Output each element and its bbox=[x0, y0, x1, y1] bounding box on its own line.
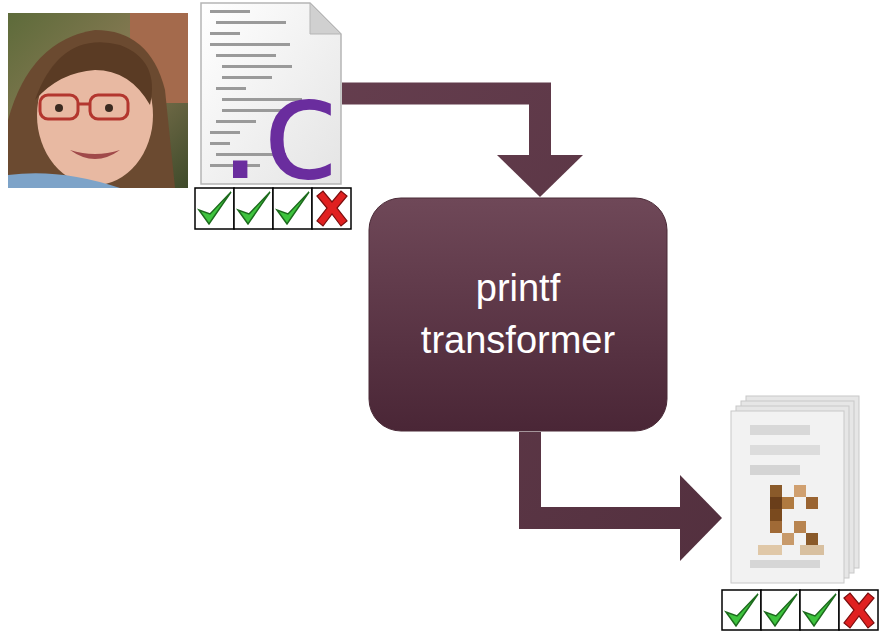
flow-arrow bbox=[342, 94, 583, 198]
flow-arrow bbox=[530, 432, 722, 561]
person-photo bbox=[8, 13, 188, 188]
file-icon bbox=[730, 395, 865, 587]
file-icon: .c bbox=[200, 2, 342, 185]
test-result-checks bbox=[722, 590, 878, 630]
process-label: printf transformer bbox=[388, 263, 648, 366]
file-icon bbox=[730, 395, 865, 587]
process-box-shape bbox=[368, 197, 668, 432]
file-extension: .c bbox=[218, 60, 339, 200]
process-box: printf transformer bbox=[368, 197, 668, 432]
